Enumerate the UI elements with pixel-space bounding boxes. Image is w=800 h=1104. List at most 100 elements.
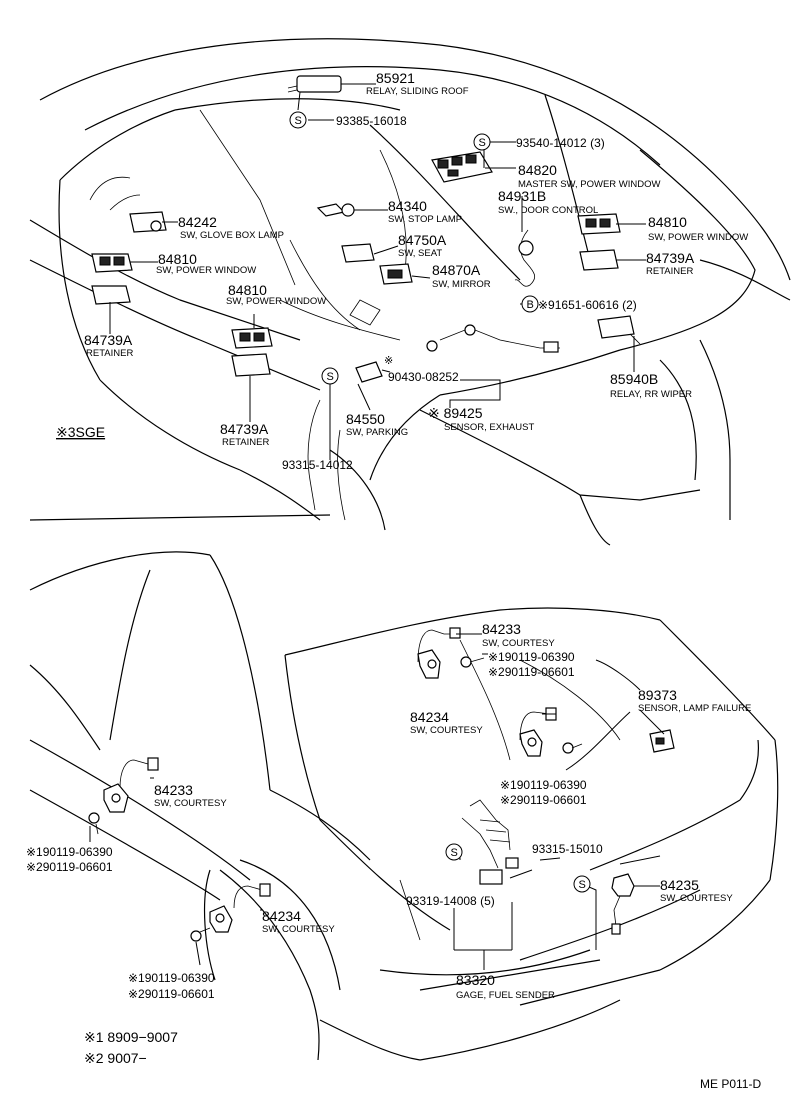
bolt-lower-left (190, 927, 211, 942)
svg-text:84810: 84810 (228, 282, 267, 298)
svg-text:84750A: 84750A (398, 232, 447, 248)
parking-switch-part (355, 361, 383, 383)
s-badge-4: S (445, 843, 463, 861)
bolt-upper (460, 656, 485, 668)
upper-vehicle-outline (29, 38, 791, 546)
svg-text:※290119-06601: ※290119-06601 (488, 665, 575, 679)
svg-text:SW, POWER WINDOW: SW, POWER WINDOW (648, 232, 748, 243)
svg-text:84931B: 84931B (498, 188, 546, 204)
svg-text:84870A: 84870A (432, 262, 481, 278)
svg-text:RETAINER: RETAINER (646, 266, 693, 277)
svg-text:SW, COURTESY: SW, COURTESY (154, 798, 227, 809)
svg-text:※290119-06601: ※290119-06601 (26, 860, 113, 874)
svg-text:SW, POWER WINDOW: SW, POWER WINDOW (156, 265, 256, 276)
svg-text:85921: 85921 (376, 70, 415, 86)
label-84340: 84340 SW, STOP LAMP (388, 198, 462, 225)
label-84810-right: 84810 SW, POWER WINDOW (648, 214, 748, 243)
svg-text:※190119-06390: ※190119-06390 (488, 650, 575, 664)
label-93315-15010: 93315-15010 (532, 842, 603, 856)
master-switch-part (431, 151, 493, 183)
svg-text:84235: 84235 (660, 877, 699, 893)
relay-rr-wiper-part (597, 315, 641, 345)
svg-text:※ 89425: ※ 89425 (428, 405, 483, 421)
b-badge: B (521, 295, 539, 313)
svg-text:84739A: 84739A (646, 250, 695, 266)
label-84810-left: 84810 SW, POWER WINDOW (156, 251, 256, 276)
figure-code: ME P011-D (700, 1077, 761, 1091)
svg-text:SW, COURTESY: SW, COURTESY (410, 725, 483, 736)
svg-text:SW, MIRROR: SW, MIRROR (432, 279, 491, 290)
label-84750A: 84750A SW, SEAT (398, 232, 447, 259)
svg-text:93385-16018: 93385-16018 (336, 114, 407, 128)
label-90119-mid-2: ※290119-06601 (500, 793, 587, 807)
svg-text:RELAY, SLIDING ROOF: RELAY, SLIDING ROOF (366, 86, 469, 97)
label-85921: 85921 RELAY, SLIDING ROOF (366, 70, 469, 97)
seat-switch-part (341, 243, 375, 263)
stop-lamp-switch-part (316, 203, 355, 217)
s-badge-2: S (473, 133, 491, 151)
svg-text:84739A: 84739A (84, 332, 133, 348)
svg-text:84810: 84810 (648, 214, 687, 230)
retainer-right-part (579, 249, 619, 271)
label-90119-lower-1: ※190119-06390 (128, 971, 215, 985)
label-90119-left-2: ※290119-06601 (26, 860, 113, 874)
label-84931B: 84931B SW., DOOR CONTROL (498, 188, 598, 216)
label-90119-upper-1: ※190119-06390 (488, 650, 575, 664)
courtesy-switch-trunk-part (611, 873, 635, 935)
courtesy-switch-upper-part (417, 627, 461, 679)
svg-text:RELAY, RR WIPER: RELAY, RR WIPER (610, 389, 692, 400)
courtesy-switch-left-part (103, 757, 159, 813)
label-84739A-left: 84739A RETAINER (84, 332, 133, 359)
label-90119-left-1: ※190119-06390 (26, 845, 113, 859)
label-93385-16018: 93385-16018 (336, 114, 407, 128)
svg-text:※91651-60616 (2): ※91651-60616 (2) (538, 298, 637, 312)
s-badge-1: S (289, 111, 307, 129)
svg-text:SW, STOP LAMP: SW, STOP LAMP (388, 214, 462, 225)
svg-text:S: S (327, 371, 334, 383)
lamp-failure-sensor-part (649, 729, 675, 753)
label-84235: 84235 SW, COURTESY (660, 877, 733, 904)
svg-text:84234: 84234 (262, 908, 301, 924)
svg-text:84810: 84810 (158, 251, 197, 267)
label-84870A: 84870A SW, MIRROR (432, 262, 491, 290)
label-91651-60616: ※91651-60616 (2) (538, 298, 637, 312)
retainer-center-part (231, 353, 271, 377)
label-84550: 84550 SW, PARKING (346, 411, 408, 438)
label-93315-14012: 93315-14012 (282, 458, 353, 472)
svg-text:90430-08252: 90430-08252 (388, 370, 459, 384)
exhaust-sensor-part (426, 324, 560, 353)
svg-text:84739A: 84739A (220, 421, 269, 437)
label-90430-08252: 90430-08252 (388, 370, 459, 384)
courtesy-switch-lower-left-part (209, 883, 271, 933)
glove-box-switch-part (129, 211, 167, 233)
bolt-mid (562, 742, 583, 754)
label-84234-lower-left: 84234 SW, COURTESY (262, 908, 335, 935)
svg-text:※290119-06601: ※290119-06601 (500, 793, 587, 807)
door-control-switch-part (514, 229, 536, 287)
label-90119-lower-2: ※290119-06601 (128, 987, 215, 1001)
lower-vehicle-outline (29, 514, 779, 1061)
svg-text:SW, COURTESY: SW, COURTESY (660, 893, 733, 904)
label-89425: ※ 89425 SENSOR, EXHAUST (428, 405, 534, 433)
svg-text:S: S (451, 847, 458, 859)
courtesy-switch-mid-part (519, 707, 557, 757)
label-89373: 89373 SENSOR, LAMP FAILURE (638, 687, 751, 714)
label-84242: 84242 SW, GLOVE BOX LAMP (178, 214, 284, 241)
label-84739A-right: 84739A RETAINER (646, 250, 695, 277)
svg-text:84820: 84820 (518, 162, 557, 178)
svg-text:93540-14012 (3): 93540-14012 (3) (516, 136, 605, 150)
svg-text:※3SGE: ※3SGE (56, 424, 105, 440)
label-83320: 83320 GAGE, FUEL SENDER (456, 972, 555, 1001)
svg-text:※1 8909−9007: ※1 8909−9007 (84, 1029, 178, 1045)
period-note-2: ※2 9007− (84, 1050, 147, 1066)
svg-text:SW, PARKING: SW, PARKING (346, 427, 408, 438)
s-badge-5: S (573, 875, 591, 893)
label-90119-upper-2: ※290119-06601 (488, 665, 575, 679)
svg-text:93319-14008 (5): 93319-14008 (5) (406, 894, 495, 908)
svg-text:GAGE, FUEL SENDER: GAGE, FUEL SENDER (456, 990, 555, 1001)
period-note-1: ※1 8909−9007 (84, 1029, 178, 1045)
svg-text:SW, COURTESY: SW, COURTESY (262, 924, 335, 935)
mirror-switch-part (379, 263, 413, 285)
bolt-left (88, 812, 100, 835)
